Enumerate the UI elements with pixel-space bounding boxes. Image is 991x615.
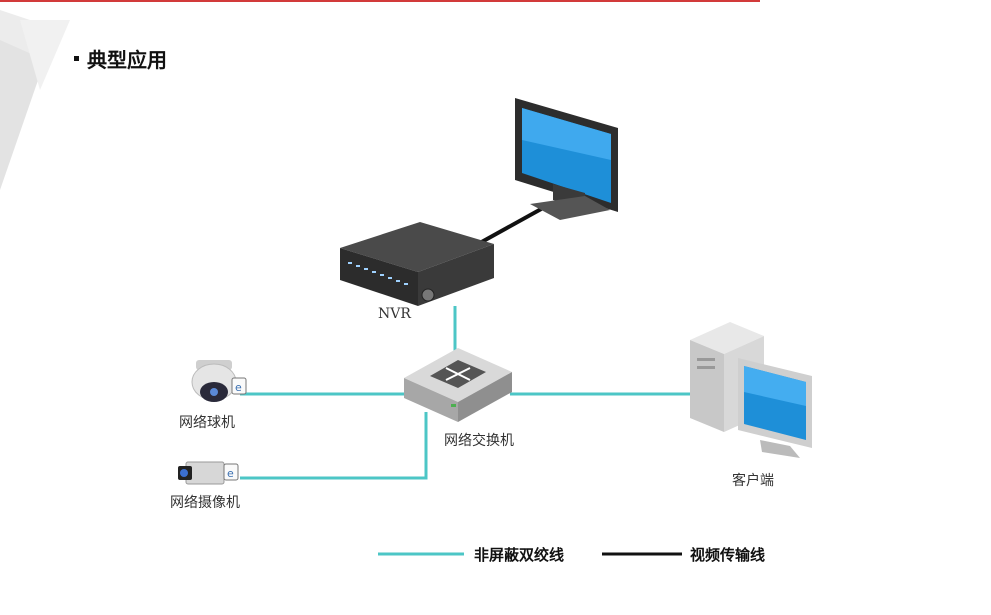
network-cables	[240, 306, 690, 480]
client-label: 客户端	[732, 473, 774, 489]
box-camera-label: 网络摄像机	[170, 495, 240, 511]
top-accent-rule	[0, 0, 760, 2]
legend-utp-label: 非屏蔽双绞线	[474, 546, 565, 564]
cable-box-switch	[240, 412, 428, 480]
switch-label: 网络交换机	[444, 433, 514, 449]
legend-video-label: 视频传输线	[690, 546, 766, 564]
monitor-icon	[515, 98, 618, 220]
client-pc-icon	[690, 322, 812, 458]
nvr-icon	[340, 222, 494, 306]
heading-bullet-icon	[74, 56, 79, 61]
nvr-label: NVR	[378, 306, 411, 322]
box-camera-icon: e	[178, 461, 239, 485]
dome-camera-label: 网络球机	[179, 415, 235, 431]
decorative-triangles	[0, 10, 70, 190]
svg-text:e: e	[227, 467, 234, 480]
heading-text: 典型应用	[87, 48, 167, 72]
section-heading: 典型应用	[74, 44, 167, 73]
video-cable-nvr-monitor	[477, 201, 553, 246]
dome-camera-icon: e	[191, 360, 247, 402]
svg-text:e: e	[235, 381, 242, 394]
switch-icon	[404, 348, 512, 422]
